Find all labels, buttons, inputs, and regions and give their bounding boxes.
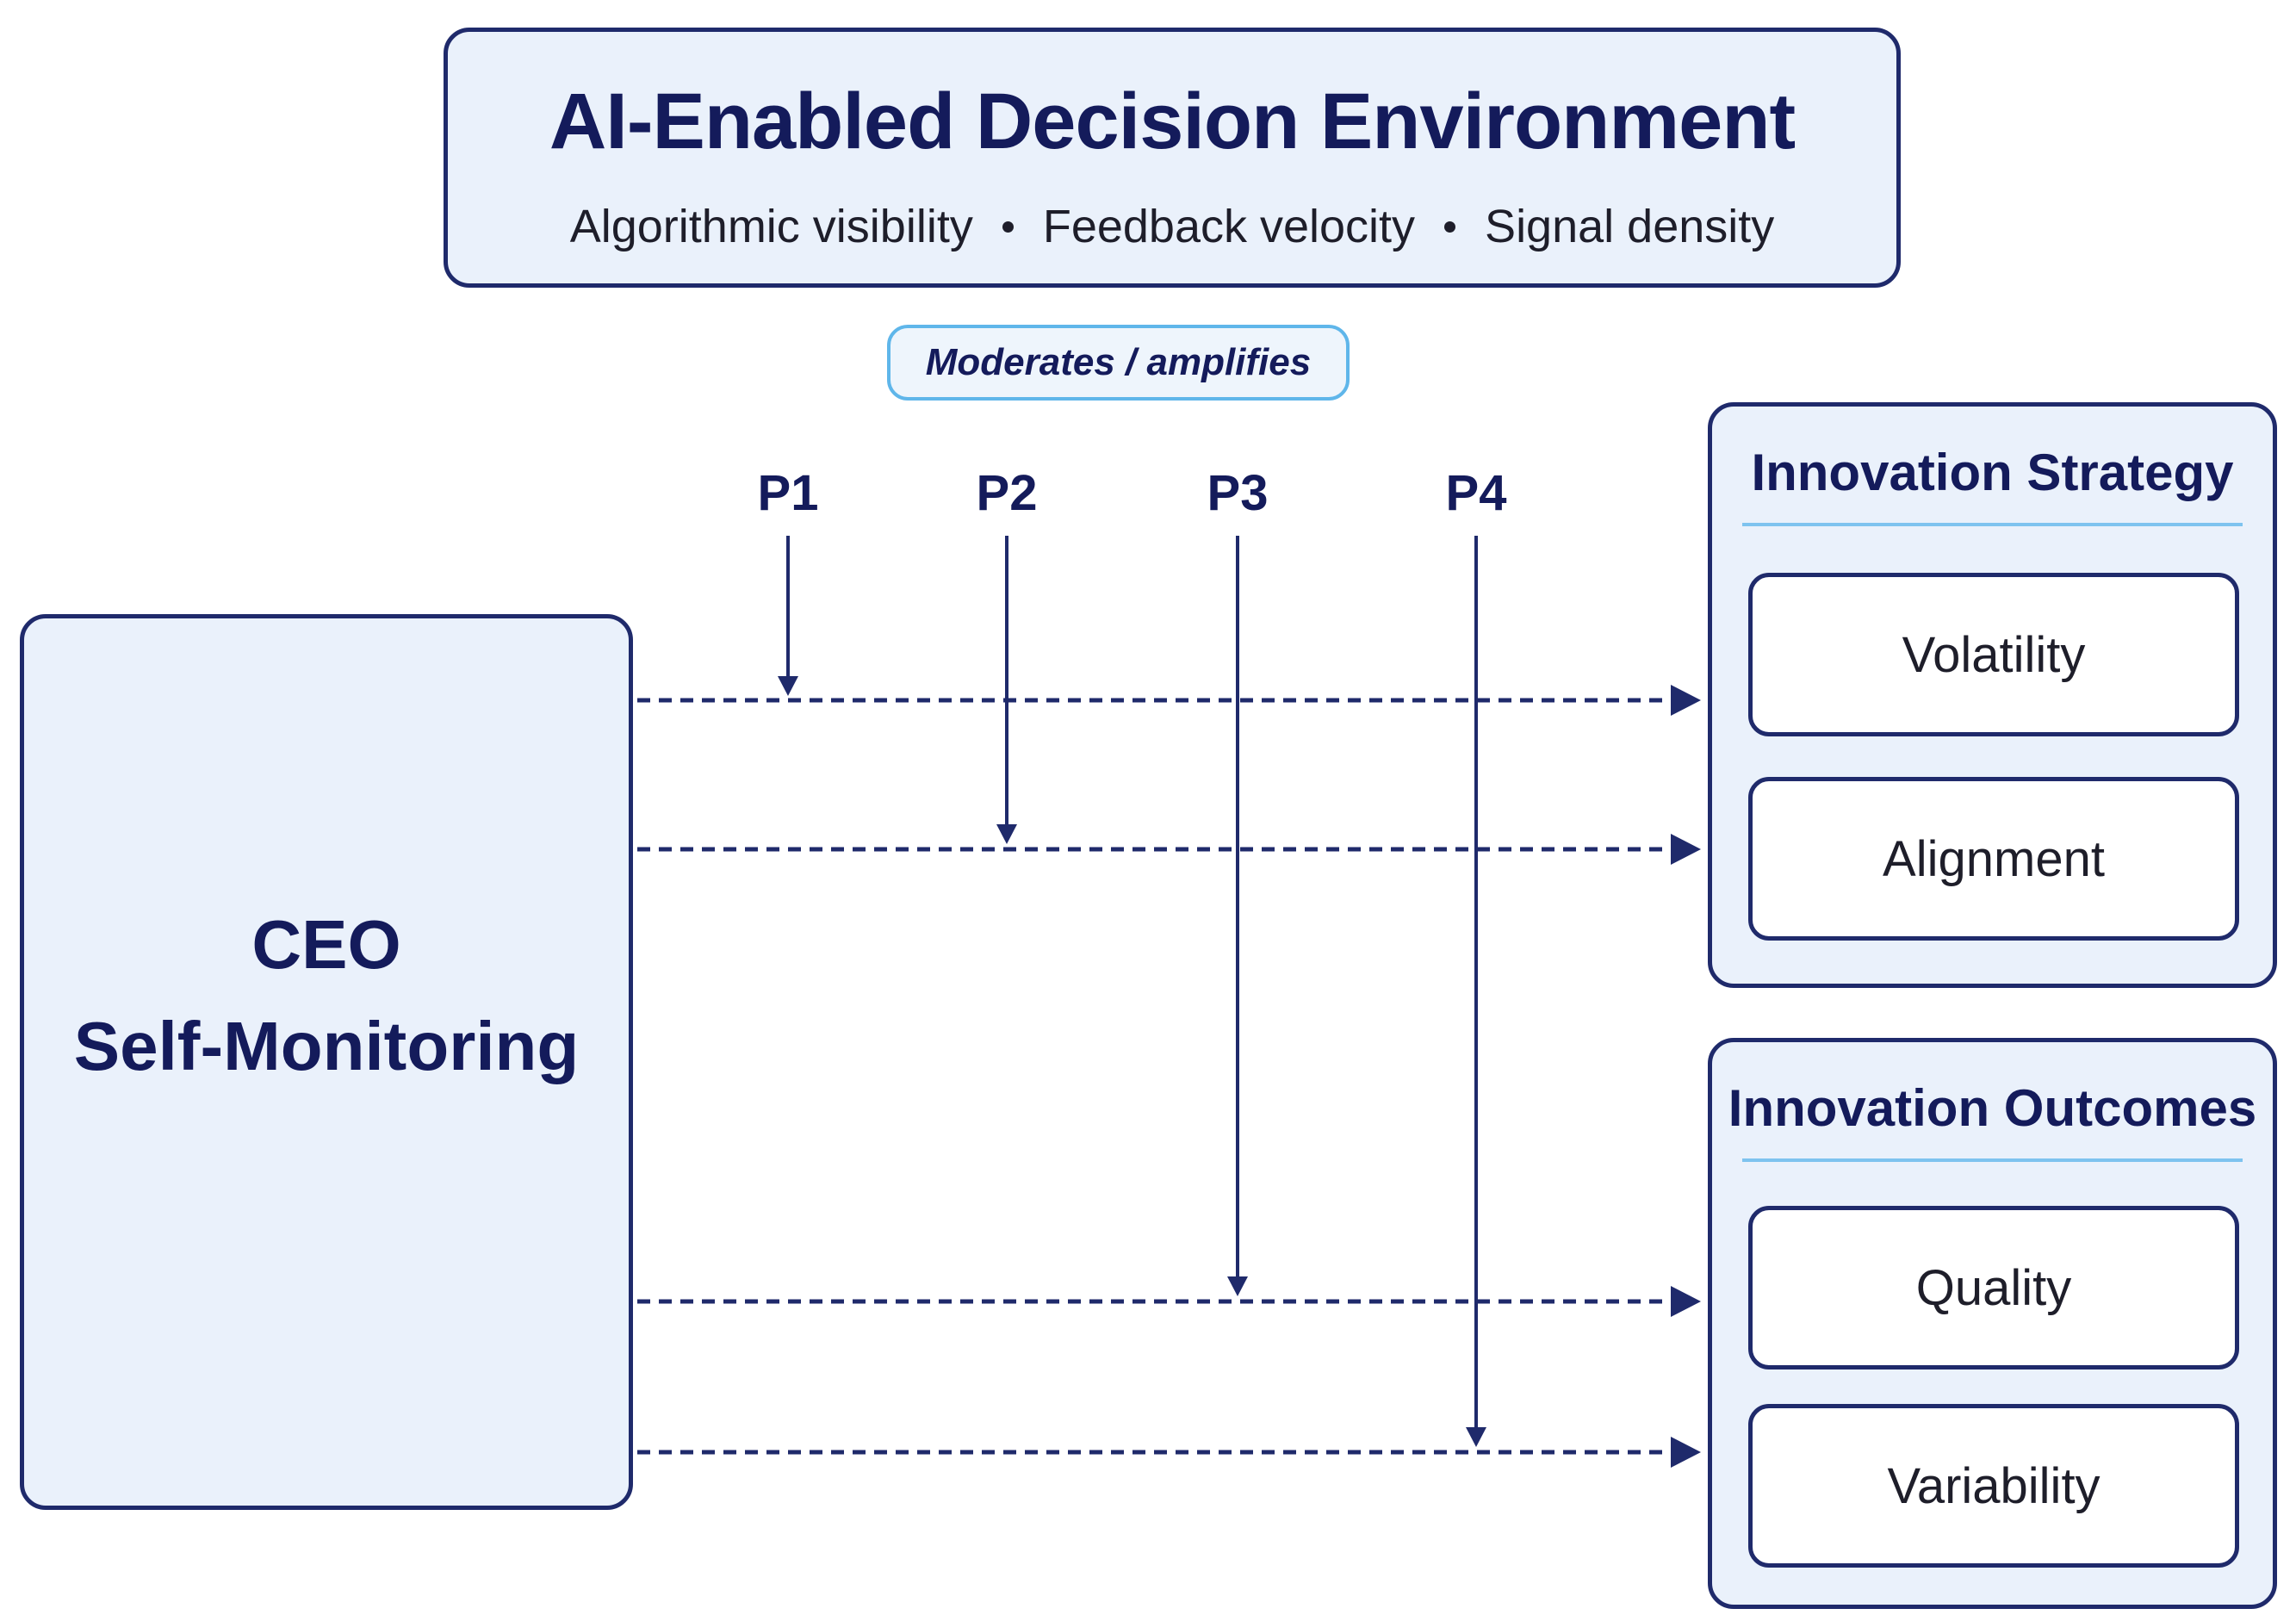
environment-features: Algorithmic visibility Feedback velocity… <box>448 200 1896 253</box>
title-divider <box>1742 523 2243 526</box>
feature-algorithmic-visibility: Algorithmic visibility <box>569 201 973 252</box>
innovation-outcomes-box: Innovation Outcomes Quality Variability <box>1708 1038 2277 1609</box>
bullet-separator-icon <box>1002 220 1014 233</box>
alignment-box: Alignment <box>1748 777 2239 941</box>
p4-label: P4 <box>1446 465 1507 521</box>
innovation-strategy-title: Innovation Strategy <box>1751 444 2234 501</box>
p1-arrowhead <box>778 676 798 696</box>
feature-signal-density: Signal density <box>1485 201 1775 252</box>
ceo-label-line2: Self-Monitoring <box>73 1008 580 1084</box>
ai-environment-box: AI-Enabled Decision Environment Algorith… <box>444 28 1901 288</box>
path-to-volatility-arrowhead <box>1671 685 1701 716</box>
ceo-self-monitoring-box: CEO Self-Monitoring <box>20 614 633 1510</box>
path-to-variability-arrowhead <box>1671 1437 1701 1468</box>
path-to-alignment-arrowhead <box>1671 834 1701 865</box>
path-to-quality-arrowhead <box>1671 1286 1701 1317</box>
feature-feedback-velocity: Feedback velocity <box>1042 201 1416 252</box>
innovation-outcomes-title: Innovation Outcomes <box>1728 1079 2257 1137</box>
environment-title: AI-Enabled Decision Environment <box>549 78 1796 165</box>
p2-label: P2 <box>977 465 1038 521</box>
bullet-separator-icon <box>1444 220 1456 233</box>
ceo-label: CEO Self-Monitoring <box>24 894 629 1097</box>
p2-arrowhead <box>996 824 1017 844</box>
p3-label: P3 <box>1207 465 1269 521</box>
moderates-amplifies-label: Moderates / amplifies <box>887 325 1350 401</box>
dashed-paths <box>637 685 1701 1468</box>
volatility-box: Volatility <box>1748 573 2239 736</box>
title-divider <box>1742 1158 2243 1162</box>
p1-label: P1 <box>758 465 819 521</box>
quality-box: Quality <box>1748 1206 2239 1369</box>
innovation-strategy-box: Innovation Strategy Volatility Alignment <box>1708 402 2277 988</box>
moderating-arrows <box>778 536 1486 1447</box>
ceo-label-line1: CEO <box>251 906 401 983</box>
p4-arrowhead <box>1466 1427 1486 1447</box>
variability-box: Variability <box>1748 1404 2239 1568</box>
p3-arrowhead <box>1227 1276 1248 1296</box>
